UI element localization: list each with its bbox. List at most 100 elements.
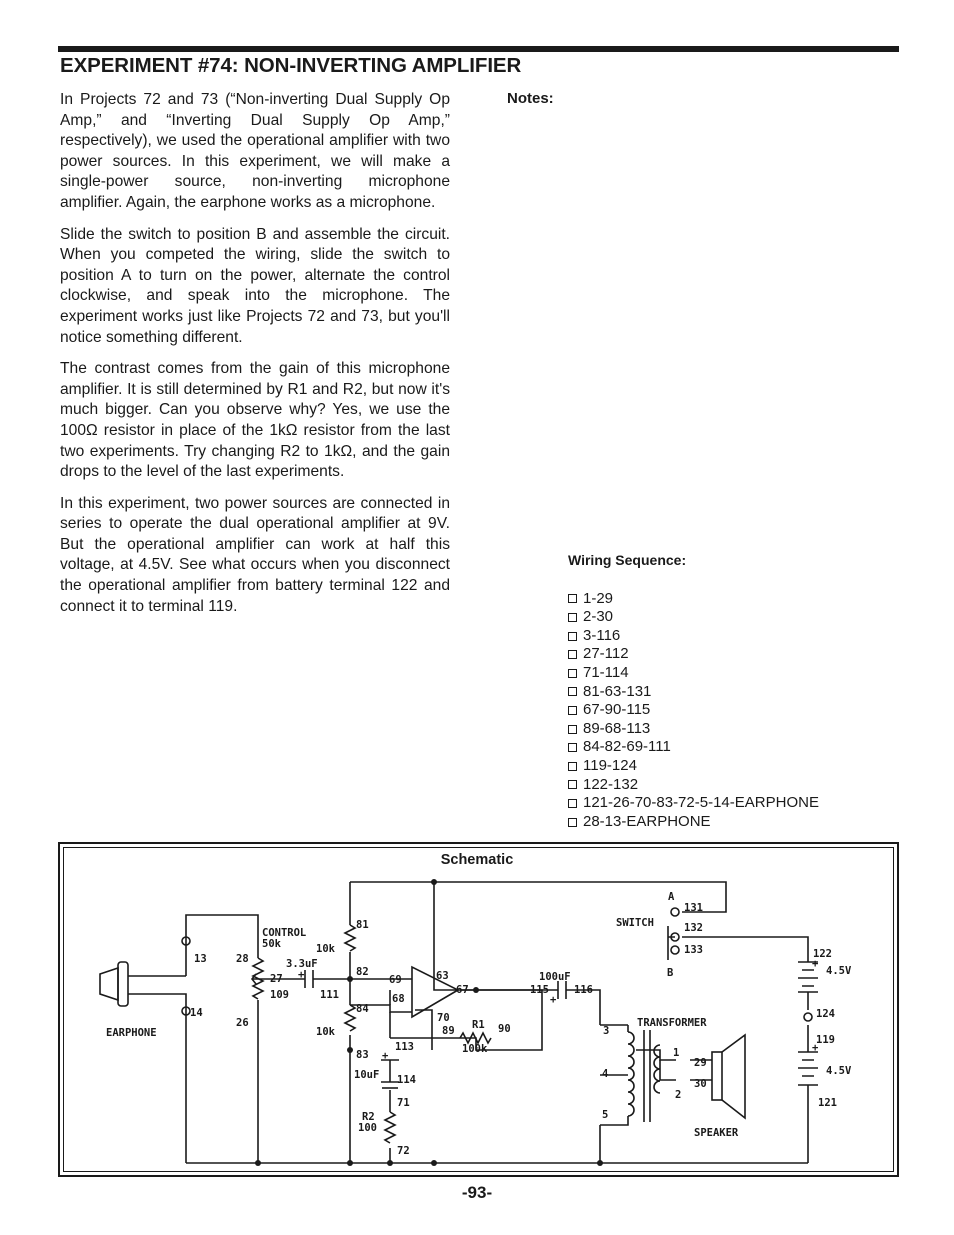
label-90: 90: [498, 1023, 511, 1035]
top-rule: [58, 46, 899, 52]
checkbox-icon[interactable]: [568, 650, 577, 660]
speaker-icon: [711, 1033, 746, 1120]
wiring-step: 67-90-115: [583, 701, 651, 719]
label-a: A: [668, 891, 675, 903]
wiring-item: 1-29: [568, 590, 819, 609]
checkbox-icon[interactable]: [568, 668, 577, 678]
label-124: 124: [816, 1008, 835, 1020]
label-72: 72: [397, 1145, 410, 1157]
label-27: 27: [270, 973, 283, 985]
wiring-step: 89-68-113: [583, 719, 651, 737]
wiring-item: 122-132: [568, 776, 819, 795]
paragraph: In this experiment, two power sources ar…: [60, 494, 450, 615]
label-113: 113: [395, 1041, 414, 1053]
checkbox-icon[interactable]: [568, 594, 577, 604]
wiring-step: 81-63-131: [583, 682, 652, 700]
label-r1: R1: [472, 1019, 485, 1031]
label-1: 1: [673, 1047, 679, 1059]
label-14: 14: [190, 1007, 203, 1019]
label-26: 26: [236, 1017, 249, 1029]
capacitor-100uf-icon: [557, 981, 567, 999]
label-5: 5: [602, 1109, 608, 1121]
checkbox-icon[interactable]: [568, 743, 577, 753]
wiring-item: 28-13-EARPHONE: [568, 813, 819, 832]
junction-dots: [255, 879, 603, 1166]
paragraph: In Projects 72 and 73 (“Non-inverting Du…: [60, 91, 450, 211]
label-69: 69: [389, 974, 402, 986]
label-70: 70: [437, 1012, 450, 1024]
checkbox-icon[interactable]: [568, 612, 577, 622]
label-plus: +: [298, 969, 304, 981]
label-plus: +: [812, 1042, 818, 1054]
schematic-frame: [58, 842, 899, 1177]
label-r1-value: 100k: [462, 1043, 488, 1055]
label-4: 4: [602, 1068, 608, 1080]
checkbox-icon[interactable]: [568, 761, 577, 771]
label-71: 71: [397, 1097, 410, 1109]
checkbox-icon[interactable]: [568, 798, 577, 808]
checkbox-icon[interactable]: [568, 817, 577, 827]
label-2: 2: [675, 1089, 681, 1101]
wiring-item: 3-116: [568, 627, 819, 646]
label-115: 115: [530, 984, 549, 996]
checkbox-icon[interactable]: [568, 631, 577, 641]
wiring-sequence: Wiring Sequence: 1-29 2-30 3-116 27-112 …: [568, 551, 819, 831]
checkbox-icon[interactable]: [568, 780, 577, 790]
label-plus: +: [550, 994, 556, 1006]
label-plus: +: [812, 958, 818, 970]
switch-icon: [667, 926, 675, 960]
label-67: 67: [456, 984, 469, 996]
wiring-step: 119-124: [583, 756, 637, 774]
label-r2-value: 100: [358, 1122, 377, 1134]
capacitor-10uf-icon: [381, 1059, 399, 1083]
wiring-step: 71-114: [583, 663, 629, 681]
label-122: 122: [813, 948, 832, 960]
label-transformer: TRANSFORMER: [637, 1017, 707, 1029]
label-89: 89: [442, 1025, 455, 1037]
wiring-item: 119-124: [568, 757, 819, 776]
label-68: 68: [392, 993, 405, 1005]
label-10k-b: 10k: [316, 1026, 336, 1038]
label-131: 131: [684, 902, 703, 914]
label-114: 114: [397, 1074, 416, 1086]
wiring-step: 1-29: [583, 589, 614, 607]
checkbox-icon[interactable]: [568, 705, 577, 715]
wiring-title: Wiring Sequence:: [568, 552, 687, 568]
op-amp-icon: [411, 965, 460, 1019]
wiring-item: 121-26-70-83-72-5-14-EARPHONE: [568, 794, 819, 813]
terminal-icon: [803, 1012, 813, 1022]
label-cap3: 100uF: [539, 971, 571, 983]
notes-label: Notes:: [507, 90, 554, 107]
label-28: 28: [236, 953, 249, 965]
label-13: 13: [194, 953, 207, 965]
battery-icons: [798, 961, 818, 1086]
wiring-step: 122-132: [583, 775, 639, 793]
earphone-icon: [99, 937, 187, 1015]
label-84: 84: [356, 1003, 369, 1015]
resistor-10k-bottom-icon: [343, 1004, 357, 1032]
resistor-r2-icon: [383, 1111, 397, 1144]
label-82: 82: [356, 966, 369, 978]
wiring-step: 3-116: [583, 626, 621, 644]
label-10k-a: 10k: [316, 943, 336, 955]
label-81: 81: [356, 919, 369, 931]
wiring-item: 2-30: [568, 608, 819, 627]
label-control-value: 50k: [262, 938, 282, 950]
label-119: 119: [816, 1034, 835, 1046]
checkbox-icon[interactable]: [568, 687, 577, 697]
capacitor-icons: [304, 970, 567, 1089]
capacitor-3uf-icon: [304, 970, 314, 988]
label-121: 121: [818, 1097, 837, 1109]
page-number: -93-: [461, 1183, 493, 1202]
label-control: CONTROL: [262, 927, 306, 939]
wiring-item: 81-63-131: [568, 683, 819, 702]
label-battery-2: 4.5V: [826, 1065, 852, 1077]
label-63: 63: [436, 970, 449, 982]
label-speaker: SPEAKER: [694, 1127, 739, 1139]
checkbox-icon[interactable]: [568, 724, 577, 734]
wiring-item: 67-90-115: [568, 701, 819, 720]
paragraph: The contrast comes from the gain of this…: [60, 360, 450, 481]
label-29: 29: [694, 1057, 707, 1069]
page-title: EXPERIMENT #74: NON-INVERTING AMPLIFIER: [60, 54, 522, 77]
